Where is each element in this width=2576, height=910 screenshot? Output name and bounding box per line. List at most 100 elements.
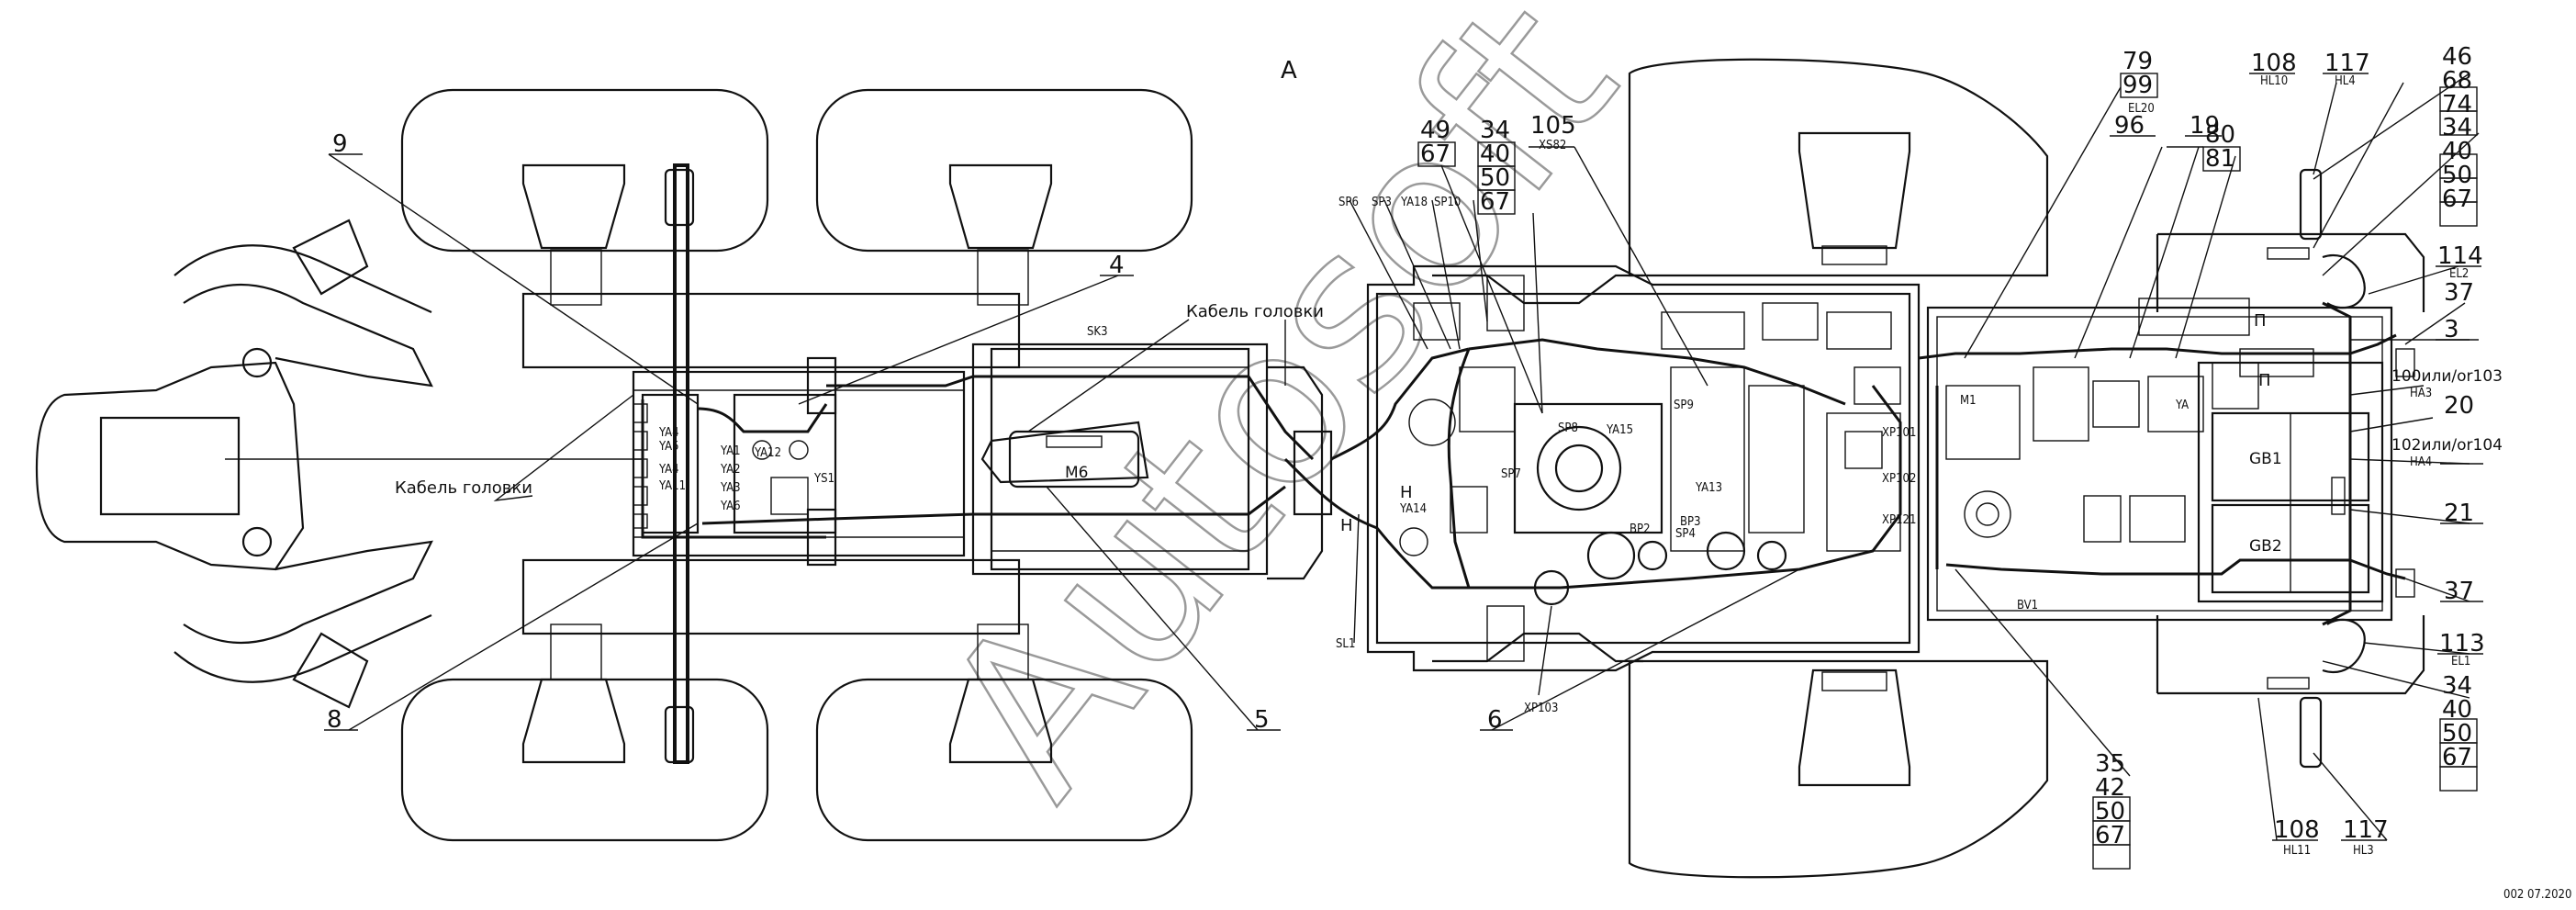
svg-text:SP8: SP8 [1558,421,1578,435]
svg-text:П: П [2258,371,2271,390]
callout-8: 8 [327,706,342,734]
callout-67c: 67 [2442,185,2472,213]
svg-text:SP4: SP4 [1675,527,1696,541]
svg-text:XP121: XP121 [1882,513,1916,527]
cable-label-left: Кабель головки [395,478,532,498]
svg-text:BP2: BP2 [1630,522,1651,536]
callout-3: 3 [2444,316,2459,343]
svg-text:SP10: SP10 [1434,196,1461,209]
svg-text:YA15: YA15 [1606,423,1633,437]
callout-117b-sub: HL3 [2353,844,2374,858]
callout-108b-sub: HL11 [2283,844,2311,858]
callout-74: 74 [2442,91,2472,118]
callout-underlines [324,73,2483,841]
callout-5: 5 [1254,706,1270,734]
svg-text:M1: M1 [1960,394,1977,408]
leader-lines [328,73,2480,841]
callout-50d: 50 [2095,798,2125,826]
callout-42: 42 [2095,774,2125,802]
callout-46: 46 [2442,43,2472,71]
svg-text:YA3: YA3 [720,481,741,495]
callout-6: 6 [1487,706,1503,734]
svg-text:Н: Н [1340,516,1353,535]
svg-text:П: П [2254,311,2267,331]
callout-96: 96 [2114,112,2145,140]
labels: A Кабель головки Кабель головки 9 4 8 5 … [327,43,2571,902]
callout-34c: 34 [2442,672,2472,700]
callout-49: 49 [1420,117,1450,144]
callout-boxes [1417,73,2478,870]
callout-21: 21 [2444,500,2474,527]
svg-text:XP103: XP103 [1524,702,1558,715]
callout-100: 100или/or103 [2391,367,2503,386]
callout-80: 80 [2205,121,2235,149]
callout-37a: 37 [2444,279,2474,307]
callout-117a-sub: HL4 [2335,74,2356,88]
callout-67a: 67 [1420,140,1450,168]
svg-text:GB1: GB1 [2249,450,2282,468]
svg-text:YA1: YA1 [720,444,741,458]
svg-text:YA14: YA14 [1399,502,1427,516]
callout-68: 68 [2442,67,2472,95]
callout-35: 35 [2095,750,2125,778]
callout-114-sub: EL2 [2449,267,2469,281]
svg-text:YA: YA [2175,399,2189,412]
callout-40a: 40 [1480,140,1510,168]
callout-19: 19 [2190,112,2220,140]
callout-40c: 40 [2442,696,2472,724]
callout-34b: 34 [2442,114,2472,141]
svg-text:M6: M6 [1065,464,1088,482]
svg-text:YA4: YA4 [658,426,679,440]
callout-102-sub: HA4 [2410,455,2432,469]
callout-4: 4 [1109,252,1125,279]
callout-67e: 67 [2095,822,2125,849]
svg-text:BV1: BV1 [2017,599,2038,612]
callout-50b: 50 [2442,162,2472,189]
cable-label-top: Кабель головки [1186,302,1324,321]
rear-wheels [400,88,1193,842]
callout-9: 9 [332,130,348,158]
view-letter: A [1281,57,1297,84]
callout-99-sub: EL20 [2128,102,2155,116]
svg-text:YA2: YA2 [720,463,741,477]
svg-text:XP101: XP101 [1882,426,1916,440]
svg-text:YA13: YA13 [1695,481,1722,495]
front-wheels [1628,58,2049,879]
svg-text:YA11: YA11 [658,479,686,493]
callout-20: 20 [2444,392,2474,420]
callout-113: 113 [2439,630,2485,657]
callout-113-sub: EL1 [2451,655,2470,668]
grapple-head [35,219,643,709]
callout-117a: 117 [2324,50,2370,77]
svg-text:XP102: XP102 [1882,472,1916,486]
callout-108b: 108 [2274,816,2320,844]
svg-text:Н: Н [1400,483,1413,502]
callout-108a: 108 [2251,50,2297,77]
tractor-body [1366,168,2425,769]
callout-102: 102или/or104 [2391,436,2503,455]
callout-34a: 34 [1480,117,1510,144]
callout-81: 81 [2205,145,2235,173]
date-stamp: 002 07.2020 [2503,888,2571,902]
svg-text:BP3: BP3 [1680,515,1701,529]
svg-text:SK3: SK3 [1087,325,1108,339]
callout-117b: 117 [2343,816,2389,844]
callout-50a: 50 [1480,164,1510,192]
callout-50c: 50 [2442,720,2472,747]
svg-text:SL1: SL1 [1336,637,1355,651]
svg-text:YS1: YS1 [813,472,834,486]
svg-text:GB2: GB2 [2249,537,2282,556]
svg-text:YA12: YA12 [754,446,781,460]
svg-text:YA18: YA18 [1400,196,1428,209]
svg-text:SP9: SP9 [1674,399,1694,412]
callout-114: 114 [2437,242,2483,270]
svg-text:SP3: SP3 [1372,196,1392,209]
callout-40b: 40 [2442,138,2472,165]
callout-100-sub: HA3 [2410,387,2432,400]
svg-text:YA4: YA4 [658,463,679,477]
callout-105: 105 [1530,112,1576,140]
callout-37b: 37 [2444,578,2474,605]
callout-67b: 67 [1480,188,1510,216]
svg-text:SP7: SP7 [1501,467,1521,481]
